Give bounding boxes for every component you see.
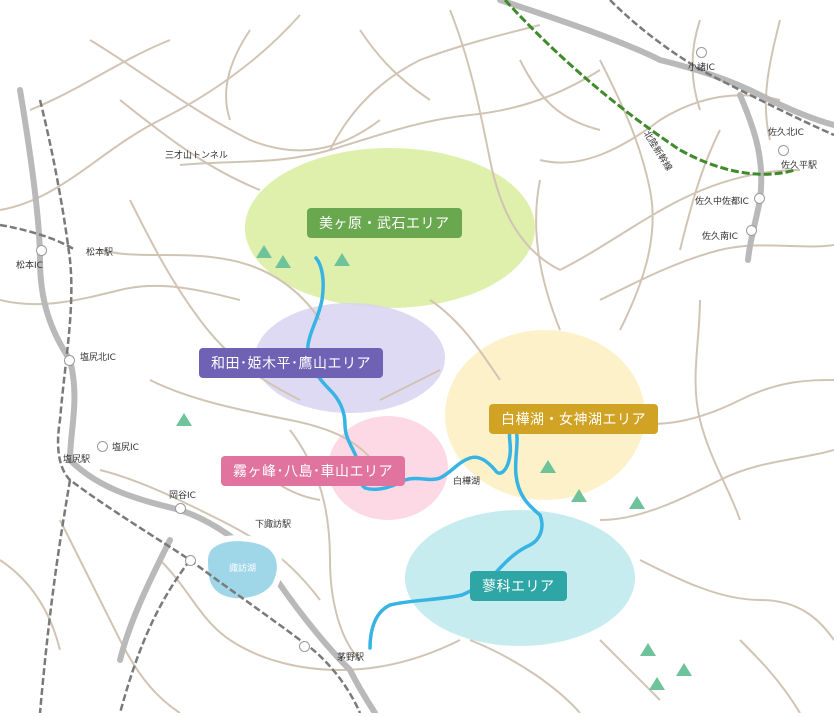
mountain-icon (275, 255, 291, 268)
area-badge-tateshina[interactable]: 蓼科エリア (470, 571, 567, 601)
label-suwa-lake: 諏訪湖 (229, 564, 257, 574)
saku-minami-ic-marker (746, 225, 757, 236)
label-saku-nakasaku-ic: 佐久中佐都IC (695, 197, 749, 207)
label-shiojiri-station: 塩尻駅 (63, 455, 91, 465)
mountain-icon (649, 677, 665, 690)
area-badge-shirakaba[interactable]: 白樺湖・女神湖エリア (489, 404, 658, 434)
mountain-icon (256, 245, 272, 258)
label-matsumoto-station: 松本駅 (86, 248, 114, 258)
label-komoro-ic: 小諸IC (688, 63, 715, 73)
komoro-ic-marker (696, 47, 707, 58)
hokuriku-shinkansen-line (503, 0, 796, 176)
label-chino-station: 茅野駅 (337, 653, 365, 663)
mountain-icon (540, 460, 556, 473)
label-shimosuwa-station: 下諏訪駅 (255, 520, 292, 530)
label-saku-minami-ic: 佐久南IC (702, 232, 738, 242)
area-badge-kirigamine[interactable]: 霧ヶ峰･八島･車山エリア (221, 456, 405, 486)
mountain-icon (640, 643, 656, 656)
label-saku-kita-ic: 佐久北IC (768, 128, 804, 138)
label-matsumoto-ic: 松本IC (16, 261, 43, 271)
okaya-ic-marker (175, 503, 186, 514)
area-badge-utsukushigahara[interactable]: 美ヶ原・武石エリア (307, 208, 462, 238)
shiojiri-ic-marker (97, 441, 108, 452)
expressways (17, 0, 834, 716)
chino-ic-marker (299, 641, 310, 652)
local-roads (0, 9, 834, 714)
mountain-icon (629, 496, 645, 509)
label-shiojiri-ic: 塩尻IC (112, 443, 139, 453)
matsumoto-ic-marker (36, 245, 47, 256)
okaya-jct-marker (185, 555, 196, 566)
saku-nakasaku-ic-marker (754, 193, 765, 204)
shiojiri-kita-ic-marker (64, 355, 75, 366)
label-okaya-ic: 岡谷IC (169, 491, 196, 501)
mountain-icon (571, 489, 587, 502)
venus-line-route (306, 256, 544, 650)
saku-kita-ic-marker (778, 145, 789, 156)
label-sakudaira-station: 佐久平駅 (781, 161, 818, 171)
label-sansaiyama-tunnel: 三才山トンネル (165, 151, 228, 161)
mountain-icon (334, 253, 350, 266)
label-shirakaba-lake: 白樺湖 (453, 477, 481, 487)
mountain-icon (176, 413, 192, 426)
label-shiojiri-kita-ic: 塩尻北IC (80, 353, 116, 363)
area-badge-wada[interactable]: 和田･姫木平･鷹山エリア (199, 348, 383, 378)
mountain-icon (676, 663, 692, 676)
